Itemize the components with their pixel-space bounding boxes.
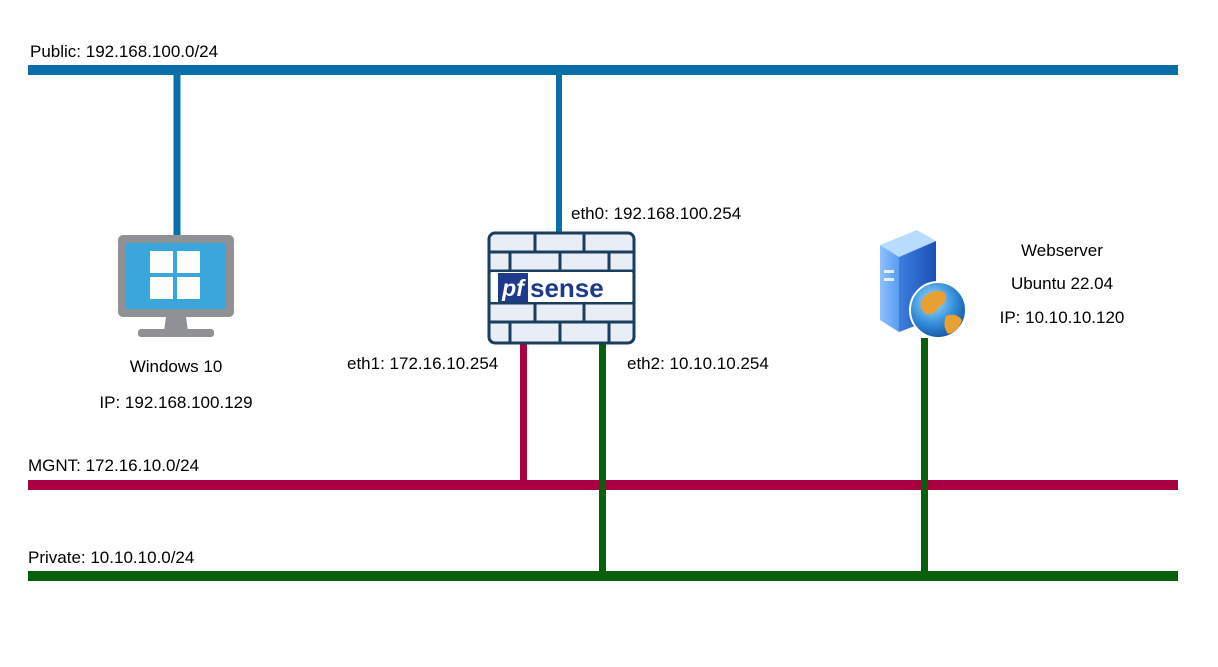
windows-hostname: Windows 10	[130, 357, 223, 376]
mgnt-network-label: MGNT: 172.16.10.0/24	[28, 456, 199, 475]
pfsense-logo-sense: sense	[530, 273, 604, 303]
web-server-globe-icon	[880, 230, 967, 339]
webserver-hostname: Webserver	[1021, 241, 1103, 260]
firewall-eth0-label: eth0: 192.168.100.254	[571, 204, 741, 223]
pfsense-logo-pf: pf	[501, 275, 526, 301]
private-network-label: Private: 10.10.10.0/24	[28, 548, 194, 567]
firewall-eth2-link	[599, 343, 606, 576]
public-network-label: Public: 192.168.100.0/24	[30, 42, 218, 61]
webserver-os: Ubuntu 22.04	[1011, 274, 1113, 293]
firewall-eth0-link	[556, 70, 562, 232]
windows-monitor-icon	[118, 235, 234, 337]
webserver-ip: IP: 10.10.10.120	[1000, 308, 1125, 327]
firewall-eth1-link	[520, 343, 527, 485]
firewall-brick-icon: pf sense	[487, 231, 636, 345]
firewall-eth2-label: eth2: 10.10.10.254	[627, 354, 769, 373]
windows-public-link	[173, 70, 181, 240]
windows-ip: IP: 192.168.100.129	[99, 393, 252, 412]
public-network-bus	[28, 65, 1178, 75]
firewall-eth1-label: eth1: 172.16.10.254	[347, 354, 498, 373]
webserver-private-link	[921, 338, 928, 576]
